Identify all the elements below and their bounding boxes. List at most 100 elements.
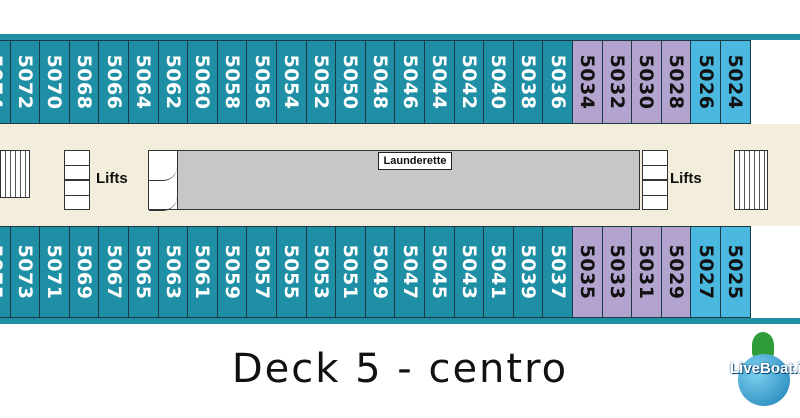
cabin-5053[interactable]: 5053 bbox=[305, 226, 337, 318]
cabin-number: 5029 bbox=[665, 244, 688, 300]
cabin-5052[interactable]: 5052 bbox=[305, 40, 337, 124]
cabin-5041[interactable]: 5041 bbox=[483, 226, 514, 318]
cabin-5059[interactable]: 5059 bbox=[216, 226, 248, 318]
cabin-number: 5048 bbox=[369, 54, 392, 110]
cabin-number: 5040 bbox=[487, 54, 510, 110]
cabin-number: 5035 bbox=[576, 244, 599, 300]
cabin-number: 5039 bbox=[517, 244, 540, 300]
launderette-label: Launderette bbox=[378, 152, 452, 170]
cabin-number: 5075 bbox=[0, 244, 7, 300]
cabin-5032[interactable]: 5032 bbox=[601, 40, 633, 124]
cabin-number: 5033 bbox=[605, 244, 628, 300]
service-area-end-left bbox=[148, 150, 178, 211]
cabin-5025[interactable]: 5025 bbox=[720, 226, 751, 318]
cabin-5051[interactable]: 5051 bbox=[335, 226, 366, 318]
lift-left-lower bbox=[64, 180, 90, 210]
cabin-5045[interactable]: 5045 bbox=[424, 226, 455, 318]
liveboat-logo: LiveBoat.it bbox=[730, 330, 800, 414]
cabin-number: 5056 bbox=[250, 54, 273, 110]
cabin-5030[interactable]: 5030 bbox=[631, 40, 662, 124]
cabin-5037[interactable]: 5037 bbox=[542, 226, 573, 318]
palm-tree-icon bbox=[752, 332, 774, 358]
cabin-number: 5055 bbox=[280, 244, 303, 300]
cabin-number: 5074 bbox=[0, 54, 7, 110]
cabin-5058[interactable]: 5058 bbox=[216, 40, 248, 124]
cabin-5040[interactable]: 5040 bbox=[483, 40, 514, 124]
cabin-number: 5051 bbox=[339, 244, 362, 300]
cabin-5027[interactable]: 5027 bbox=[690, 226, 721, 318]
cabin-5073[interactable]: 5073 bbox=[9, 226, 41, 318]
cabin-5043[interactable]: 5043 bbox=[453, 226, 485, 318]
cabin-number: 5054 bbox=[280, 54, 303, 110]
cabin-number: 5064 bbox=[132, 54, 155, 110]
cabin-number: 5027 bbox=[694, 244, 717, 300]
cabin-5048[interactable]: 5048 bbox=[364, 40, 396, 124]
cabin-5024[interactable]: 5024 bbox=[720, 40, 751, 124]
cabin-5035[interactable]: 5035 bbox=[572, 226, 603, 318]
cabin-number: 5070 bbox=[43, 54, 66, 110]
cabin-number: 5067 bbox=[102, 244, 125, 300]
cabin-number: 5068 bbox=[73, 54, 96, 110]
hull-outline bbox=[0, 0, 800, 34]
cabin-number: 5061 bbox=[191, 244, 214, 300]
cabin-5029[interactable]: 5029 bbox=[660, 226, 692, 318]
cabin-5047[interactable]: 5047 bbox=[394, 226, 425, 318]
cabin-5055[interactable]: 5055 bbox=[276, 226, 307, 318]
cabin-number: 5047 bbox=[398, 244, 421, 300]
cabin-number: 5028 bbox=[665, 54, 688, 110]
cabin-5065[interactable]: 5065 bbox=[128, 226, 159, 318]
cabin-number: 5025 bbox=[724, 244, 747, 300]
cabin-5042[interactable]: 5042 bbox=[453, 40, 485, 124]
cabin-5056[interactable]: 5056 bbox=[246, 40, 277, 124]
cabin-5033[interactable]: 5033 bbox=[601, 226, 633, 318]
cabin-5049[interactable]: 5049 bbox=[364, 226, 396, 318]
logo-text: LiveBoat.it bbox=[730, 360, 800, 377]
cabin-number: 5030 bbox=[635, 54, 658, 110]
cabin-5046[interactable]: 5046 bbox=[394, 40, 425, 124]
cabin-5054[interactable]: 5054 bbox=[276, 40, 307, 124]
cabin-5060[interactable]: 5060 bbox=[187, 40, 218, 124]
cabin-row-bottom-outer-strip bbox=[0, 318, 800, 324]
lifts-label-right: Lifts bbox=[670, 170, 702, 187]
cabin-5066[interactable]: 5066 bbox=[98, 40, 129, 124]
cabin-number: 5037 bbox=[546, 244, 569, 300]
cabin-number: 5044 bbox=[428, 54, 451, 110]
cabin-5067[interactable]: 5067 bbox=[98, 226, 129, 318]
cabin-5057[interactable]: 5057 bbox=[246, 226, 277, 318]
cabin-5071[interactable]: 5071 bbox=[39, 226, 70, 318]
lift-right-lower bbox=[642, 180, 668, 210]
cabin-number: 5049 bbox=[369, 244, 392, 300]
cabin-number: 5034 bbox=[576, 54, 599, 110]
stairs-left bbox=[0, 150, 30, 198]
cabin-number: 5046 bbox=[398, 54, 421, 110]
cabin-5061[interactable]: 5061 bbox=[187, 226, 218, 318]
cabin-number: 5057 bbox=[250, 244, 273, 300]
cabin-5034[interactable]: 5034 bbox=[572, 40, 603, 124]
cabin-5028[interactable]: 5028 bbox=[660, 40, 692, 124]
cabin-5050[interactable]: 5050 bbox=[335, 40, 366, 124]
cabin-number: 5073 bbox=[13, 244, 36, 300]
cabin-5038[interactable]: 5038 bbox=[512, 40, 544, 124]
cabin-5070[interactable]: 5070 bbox=[39, 40, 70, 124]
cabin-5062[interactable]: 5062 bbox=[157, 40, 189, 124]
cabin-number: 5032 bbox=[605, 54, 628, 110]
cabin-5068[interactable]: 5068 bbox=[68, 40, 100, 124]
cabin-5026[interactable]: 5026 bbox=[690, 40, 721, 124]
cabin-5063[interactable]: 5063 bbox=[157, 226, 189, 318]
cabin-5036[interactable]: 5036 bbox=[542, 40, 573, 124]
cabin-5044[interactable]: 5044 bbox=[424, 40, 455, 124]
cabin-5072[interactable]: 5072 bbox=[9, 40, 41, 124]
cabin-5031[interactable]: 5031 bbox=[631, 226, 662, 318]
deck-title: Deck 5 - centro bbox=[231, 346, 569, 392]
cabin-number: 5060 bbox=[191, 54, 214, 110]
cabin-number: 5050 bbox=[339, 54, 362, 110]
cabin-number: 5065 bbox=[132, 244, 155, 300]
cabin-5069[interactable]: 5069 bbox=[68, 226, 100, 318]
cabin-number: 5041 bbox=[487, 244, 510, 300]
cabin-number: 5058 bbox=[221, 54, 244, 110]
cabin-5064[interactable]: 5064 bbox=[128, 40, 159, 124]
cabin-5039[interactable]: 5039 bbox=[512, 226, 544, 318]
lift-right-upper bbox=[642, 150, 668, 180]
cabin-number: 5043 bbox=[457, 244, 480, 300]
cabin-number: 5059 bbox=[221, 244, 244, 300]
